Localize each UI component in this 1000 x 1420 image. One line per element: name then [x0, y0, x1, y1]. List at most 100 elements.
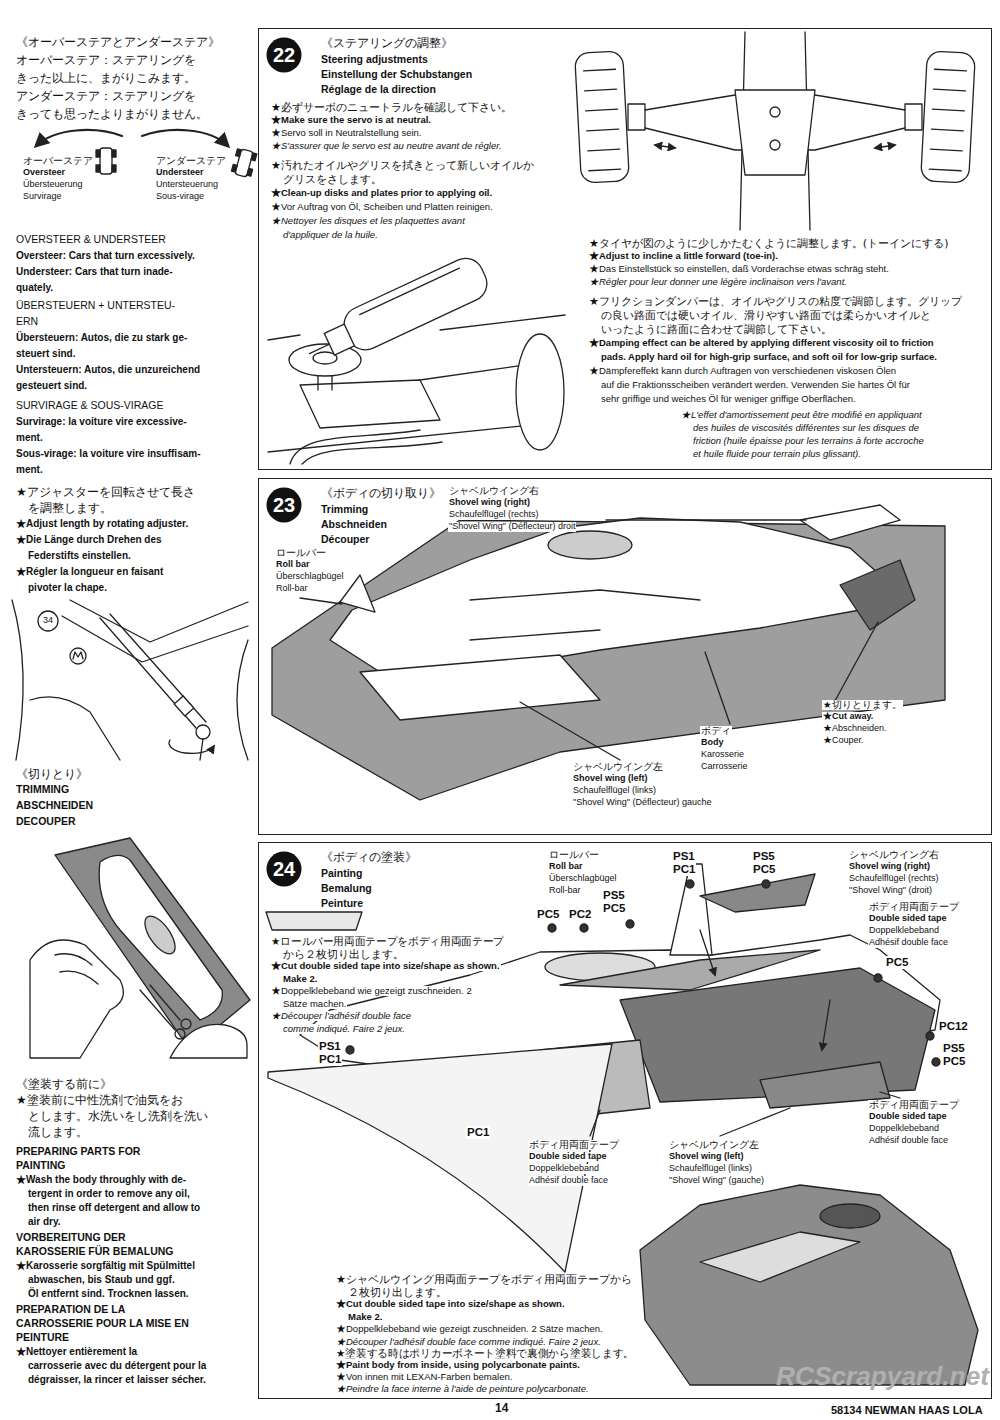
part-label: Body [700, 738, 725, 748]
adjuster-drawing [196, 725, 210, 739]
note-text: ★Cut away. [822, 712, 874, 722]
car-icon [100, 148, 112, 174]
note-text: ★Découper l'adhésif double face comme in… [335, 1337, 602, 1347]
note-text: tergent in order to remove any oil, [27, 1188, 191, 1199]
step-circle [267, 38, 302, 73]
note-text: ★Peindre la face interne à l'aide de pei… [335, 1384, 590, 1394]
part-code: PS5 [752, 850, 776, 863]
part-code: PC2 [568, 908, 592, 921]
part-label: ボディ用両面テープ [868, 902, 960, 912]
part-code: PC5 [752, 863, 776, 876]
trimming-drawing [55, 954, 98, 984]
painting-drawing [700, 930, 715, 975]
painting-drawing [670, 864, 712, 955]
adjuster-drawing [12, 600, 23, 760]
note-text: とします。水洗いをし洗剤を洗い [27, 1110, 209, 1123]
note-text: Übersteuern: Autos, die zu stark ge- [15, 332, 188, 343]
trimming-drawing [30, 838, 250, 1058]
note-text: ★Vor Auftrag von Öl, Scheiben und Platte… [270, 202, 494, 212]
step-heading: Découper [321, 534, 369, 546]
adjuster-drawing [12, 600, 248, 760]
part-label: Roll-bar [275, 584, 309, 594]
adjuster-drawing [73, 652, 83, 659]
part-code: PC12 [938, 1020, 969, 1033]
note-text: 《オーバーステアとアンダーステア》 [15, 36, 221, 49]
painting-drawing [548, 924, 556, 932]
front-axle-drawing [655, 145, 675, 148]
part-label: Sous-virage [155, 192, 205, 202]
step-heading: Bemalung [321, 883, 372, 895]
oil-servo-drawing [300, 252, 493, 373]
note-text: ★Régler pour leur donner une légère incl… [588, 277, 848, 287]
part-label: ボディ [700, 726, 732, 736]
part-label: シャベルウイング左 [668, 1140, 760, 1150]
note-text: des huiles de viscosités différentes sur… [692, 423, 920, 433]
part-label: Roll-bar [548, 886, 582, 896]
note-text: ★フリクションダンパーは、オイルやグリスの粘度で調節します。グリップ [588, 296, 963, 308]
note-text: アンダーステア：ステアリングを [15, 90, 197, 103]
note-text: ment. [15, 432, 44, 443]
trimming-sheet [272, 505, 945, 800]
car-icon [251, 153, 257, 161]
callout-number: 34 [42, 616, 54, 626]
adjuster-drawing [200, 739, 203, 760]
oil-servo-drawing [268, 252, 565, 464]
part-label: Doppelklebeband [528, 1164, 600, 1174]
adjuster-drawing [237, 640, 248, 760]
note-text: ★Régler la longueur en faisant [15, 566, 164, 577]
adjuster-drawing [169, 740, 214, 753]
note-text: Oversteer: Cars that turn excessively. [15, 250, 196, 261]
part-label: Schaufelflügel (links) [572, 786, 657, 796]
car-icon [235, 149, 253, 177]
step-number-text: 22 [266, 37, 302, 73]
note-text: KAROSSERIE FÜR BEMALUNG [15, 1246, 175, 1258]
painting-drawing [268, 1044, 612, 1272]
note-text: ★L'effet d'amortissement peut être modif… [680, 410, 923, 420]
painting-drawing [932, 1058, 940, 1066]
trimming-drawing [30, 940, 123, 1058]
note-text: ★塗装する時はポリカーボネート塗料で裏側から塗装します。 [335, 1348, 635, 1360]
note-text: PREPARATION DE LA [15, 1304, 126, 1316]
part-label: アンダーステア [155, 156, 227, 166]
note-text: ★Découper l'adhésif double face [270, 1011, 412, 1021]
note-text: ment. [15, 464, 44, 475]
heading: 《切りとり》 [15, 768, 89, 781]
note-text: ★S'assurer que le servo est au neutre av… [270, 141, 503, 151]
painting-drawing [700, 1232, 860, 1282]
part-label: Roll bar [548, 862, 584, 872]
part-label: Adhésif double face [868, 1136, 949, 1146]
painting-drawing [640, 1185, 978, 1385]
painting-drawing [700, 874, 815, 912]
oil-servo-drawing [338, 252, 493, 355]
front-axle-drawing [575, 32, 976, 230]
note-text: ★Damping effect can be altered by applyi… [588, 338, 935, 348]
note-text: ★Clean-up disks and plates prior to appl… [270, 188, 493, 198]
front-axle-drawing [735, 90, 815, 175]
part-code: PC5 [602, 902, 626, 915]
step-heading: 《ステアリングの調整》 [321, 37, 453, 50]
adjuster-drawing [100, 618, 196, 728]
note-text: グリスをさします。 [282, 174, 383, 186]
trimming-drawing [139, 911, 181, 959]
step-heading: 《ボディの切り取り》 [321, 487, 441, 500]
note-text: ★Adjust length by rotating adjuster. [15, 518, 189, 529]
trimming-drawing [140, 985, 180, 1030]
note-text: PEINTURE [15, 1332, 70, 1344]
oil-servo-drawing [309, 344, 329, 353]
part-label: "Shovel Wing" (Déflecteur) droit [448, 522, 576, 532]
note-text: SURVIRAGE & SOUS-VIRAGE [15, 400, 164, 412]
part-label: オーバーステア [22, 156, 94, 166]
heading: ABSCHNEIDEN [15, 800, 94, 812]
note-text: ★切りとります。 [822, 700, 903, 710]
note-text: ★ロールバー用両面テープをボディ用両面テープ [270, 936, 505, 948]
note-text: ★汚れたオイルやグリスを拭きとって新しいオイルか [270, 160, 535, 172]
part-label: シャベルウイング左 [572, 762, 664, 772]
part-code: PC5 [942, 1055, 966, 1068]
front-axle-drawing [875, 145, 895, 148]
painting-drawing [822, 1000, 830, 1050]
oil-servo-drawing [360, 268, 460, 314]
car-icon [247, 168, 253, 176]
step-heading: 《ボディの塗装》 [321, 851, 417, 864]
note-text: PREPARING PARTS FOR [15, 1146, 141, 1158]
part-label: シャベルウイング右 [448, 486, 540, 496]
